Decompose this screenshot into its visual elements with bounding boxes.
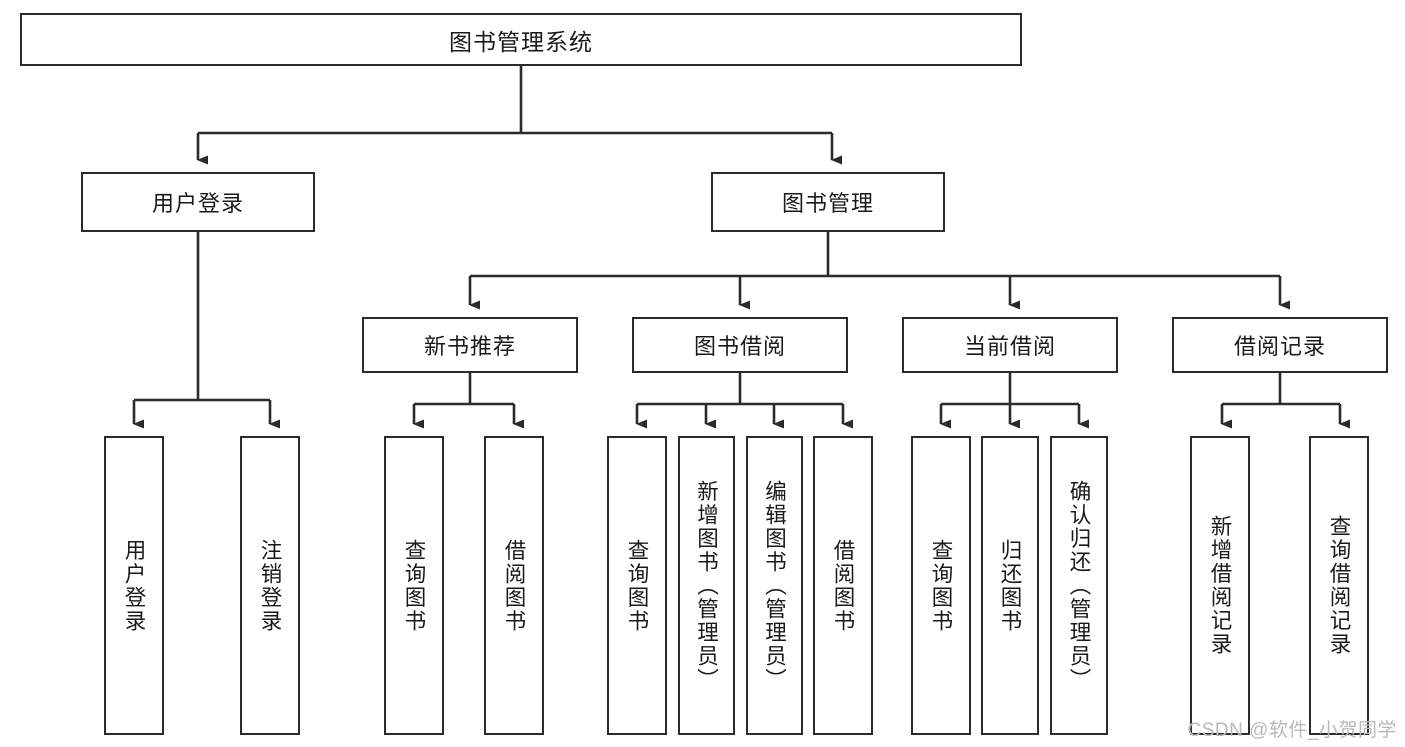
- leaf-borrow-borrow-book-label: 借阅图书: [831, 538, 856, 633]
- leaf-newbook-borrow-book-label: 借阅图书: [502, 538, 527, 633]
- leaf-borrow-borrow-book[interactable]: 借阅图书: [813, 436, 873, 735]
- node-book-management[interactable]: 图书管理: [711, 172, 945, 232]
- node-borrow-record-label: 借阅记录: [1233, 334, 1326, 359]
- leaf-borrow-query-book[interactable]: 查询图书: [607, 436, 667, 735]
- node-book-borrow[interactable]: 图书借阅: [632, 317, 848, 373]
- leaf-user-login-label: 用户登录: [122, 538, 147, 633]
- node-new-book-recommend-label: 新书推荐: [423, 334, 516, 359]
- leaf-borrow-add-book-admin-label: 新增图书（管理员）: [694, 479, 719, 692]
- node-user-login[interactable]: 用户登录: [81, 172, 315, 232]
- leaf-current-confirm-return-admin-label: 确认归还（管理员）: [1067, 479, 1092, 692]
- leaf-borrow-edit-book-admin-label: 编辑图书（管理员）: [762, 479, 787, 692]
- leaf-record-query-record-label: 查询借阅记录: [1327, 515, 1352, 656]
- node-user-login-label: 用户登录: [151, 191, 244, 216]
- leaf-newbook-borrow-book[interactable]: 借阅图书: [484, 436, 544, 735]
- node-book-borrow-label: 图书借阅: [693, 334, 786, 359]
- leaf-record-add-record-label: 新增借阅记录: [1208, 515, 1233, 656]
- leaf-user-login[interactable]: 用户登录: [104, 436, 164, 735]
- leaf-newbook-query-book[interactable]: 查询图书: [384, 436, 444, 735]
- leaf-logout[interactable]: 注销登录: [240, 436, 300, 735]
- leaf-borrow-add-book-admin[interactable]: 新增图书（管理员）: [678, 436, 735, 735]
- node-root-label: 图书管理系统: [449, 28, 593, 55]
- leaf-newbook-query-book-label: 查询图书: [402, 538, 427, 633]
- leaf-current-return-book-label: 归还图书: [998, 538, 1023, 633]
- leaf-record-add-record[interactable]: 新增借阅记录: [1190, 436, 1250, 735]
- leaf-borrow-query-book-label: 查询图书: [625, 538, 650, 633]
- leaf-current-query-book[interactable]: 查询图书: [911, 436, 971, 735]
- leaf-current-confirm-return-admin[interactable]: 确认归还（管理员）: [1050, 436, 1108, 735]
- node-root[interactable]: 图书管理系统: [20, 13, 1022, 66]
- node-borrow-record[interactable]: 借阅记录: [1172, 317, 1388, 373]
- leaf-current-query-book-label: 查询图书: [929, 538, 954, 633]
- node-book-management-label: 图书管理: [781, 191, 874, 216]
- node-new-book-recommend[interactable]: 新书推荐: [362, 317, 578, 373]
- leaf-logout-label: 注销登录: [258, 538, 283, 633]
- leaf-record-query-record[interactable]: 查询借阅记录: [1309, 436, 1369, 735]
- leaf-current-return-book[interactable]: 归还图书: [981, 436, 1039, 735]
- node-current-borrow-label: 当前借阅: [963, 334, 1056, 359]
- node-current-borrow[interactable]: 当前借阅: [902, 317, 1118, 373]
- leaf-borrow-edit-book-admin[interactable]: 编辑图书（管理员）: [746, 436, 803, 735]
